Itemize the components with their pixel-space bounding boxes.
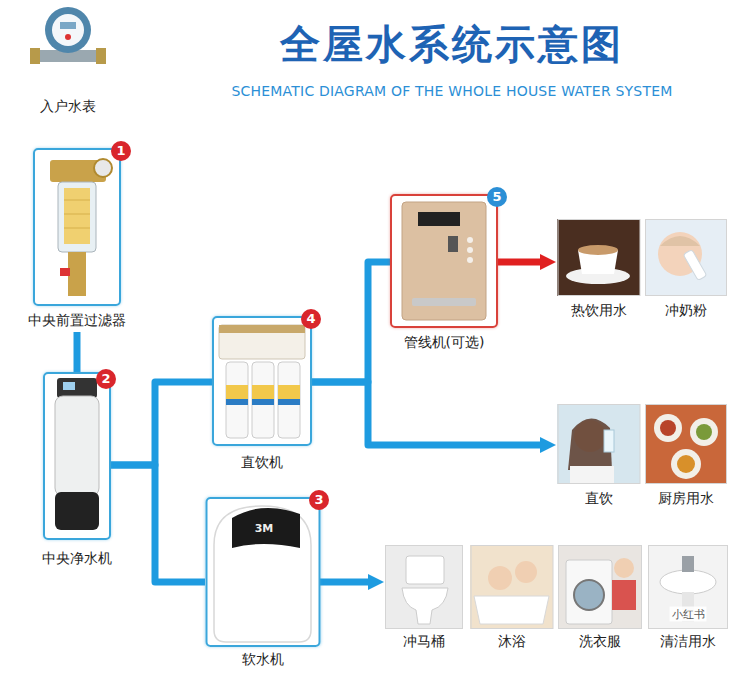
photo-laundry (558, 545, 642, 629)
callout-number: 2 (96, 369, 116, 389)
drinker-node: 直饮机 (212, 316, 312, 471)
water-pipe (111, 382, 212, 465)
product-frame (43, 372, 111, 540)
usage-photo: 洗衣服 (558, 545, 642, 650)
water-softener (214, 506, 311, 642)
node-caption: 清洁用水 (660, 633, 716, 650)
callout-number: 1 (111, 141, 131, 161)
front-filter (50, 159, 112, 296)
photo-hot-drink (557, 219, 640, 296)
node-caption: 沐浴 (498, 633, 526, 650)
photo-drinking (557, 404, 640, 484)
usage-photo: 厨房用水 (645, 404, 727, 507)
node-caption: 洗衣服 (579, 633, 621, 650)
node-caption: 入户水表 (40, 98, 96, 115)
water-pipe (498, 259, 544, 266)
node-caption: 中央前置过滤器 (28, 312, 126, 329)
water-pipe (320, 579, 372, 586)
photo-frame (470, 545, 553, 629)
photo-cleaning (648, 545, 728, 629)
usage-photo: 冲马桶 (385, 545, 463, 650)
callout-number: 3 (309, 490, 329, 510)
node-caption: 直饮机 (241, 454, 283, 471)
photo-bath (470, 545, 553, 629)
photo-frame (385, 545, 463, 629)
node-caption: 软水机 (242, 651, 284, 668)
node-caption: 热饮用水 (571, 302, 627, 319)
brand-logo: 3M (255, 522, 274, 535)
photo-frame (645, 404, 727, 484)
usage-photo: 沐浴 (470, 545, 553, 650)
usage-photo: 清洁用水 (648, 545, 728, 650)
product-frame (212, 316, 312, 446)
photo-frame (557, 404, 640, 484)
usage-photo: 热饮用水 (557, 219, 640, 319)
pipe-frame (390, 194, 498, 328)
node-caption: 冲马桶 (403, 633, 445, 650)
node-caption: 管线机(可选) (404, 334, 485, 351)
meter-frame (28, 4, 108, 76)
photo-toilet (385, 545, 463, 629)
photo-frame (645, 219, 727, 296)
pipeline-machine (402, 202, 486, 320)
usage-photo: 直饮 (557, 404, 640, 507)
product-frame (33, 148, 121, 306)
central-purifier (55, 378, 99, 530)
node-caption: 厨房用水 (658, 490, 714, 507)
photo-baby (645, 219, 727, 296)
purifier-node: 中央净水机 (42, 372, 112, 567)
water-pipe (74, 332, 81, 372)
subtitle: SCHEMATIC DIAGRAM OF THE WHOLE HOUSE WAT… (232, 83, 673, 99)
usage-photo: 冲奶粉 (645, 219, 727, 319)
water-pipe (312, 382, 544, 445)
water-meter-node: 入户水表 (28, 4, 108, 115)
watermark: 小红书 (670, 607, 707, 622)
product-frame (205, 497, 320, 647)
callout-number: 5 (487, 187, 507, 207)
water-pipe (312, 262, 390, 382)
callout-number: 4 (301, 309, 321, 329)
node-caption: 直饮 (585, 490, 613, 507)
water-pipe (111, 465, 205, 582)
node-caption: 冲奶粉 (665, 302, 707, 319)
filter-node: 中央前置过滤器 (28, 148, 126, 329)
photo-frame (557, 219, 640, 296)
diagram-title: 全屋水系统示意图 (280, 20, 624, 68)
pipeline-node: 管线机(可选) (390, 194, 498, 351)
water-meter (30, 7, 106, 64)
photo-frame (558, 545, 642, 629)
photo-kitchen (645, 404, 727, 484)
node-caption: 中央净水机 (42, 550, 112, 567)
direct-drinker (219, 325, 305, 438)
